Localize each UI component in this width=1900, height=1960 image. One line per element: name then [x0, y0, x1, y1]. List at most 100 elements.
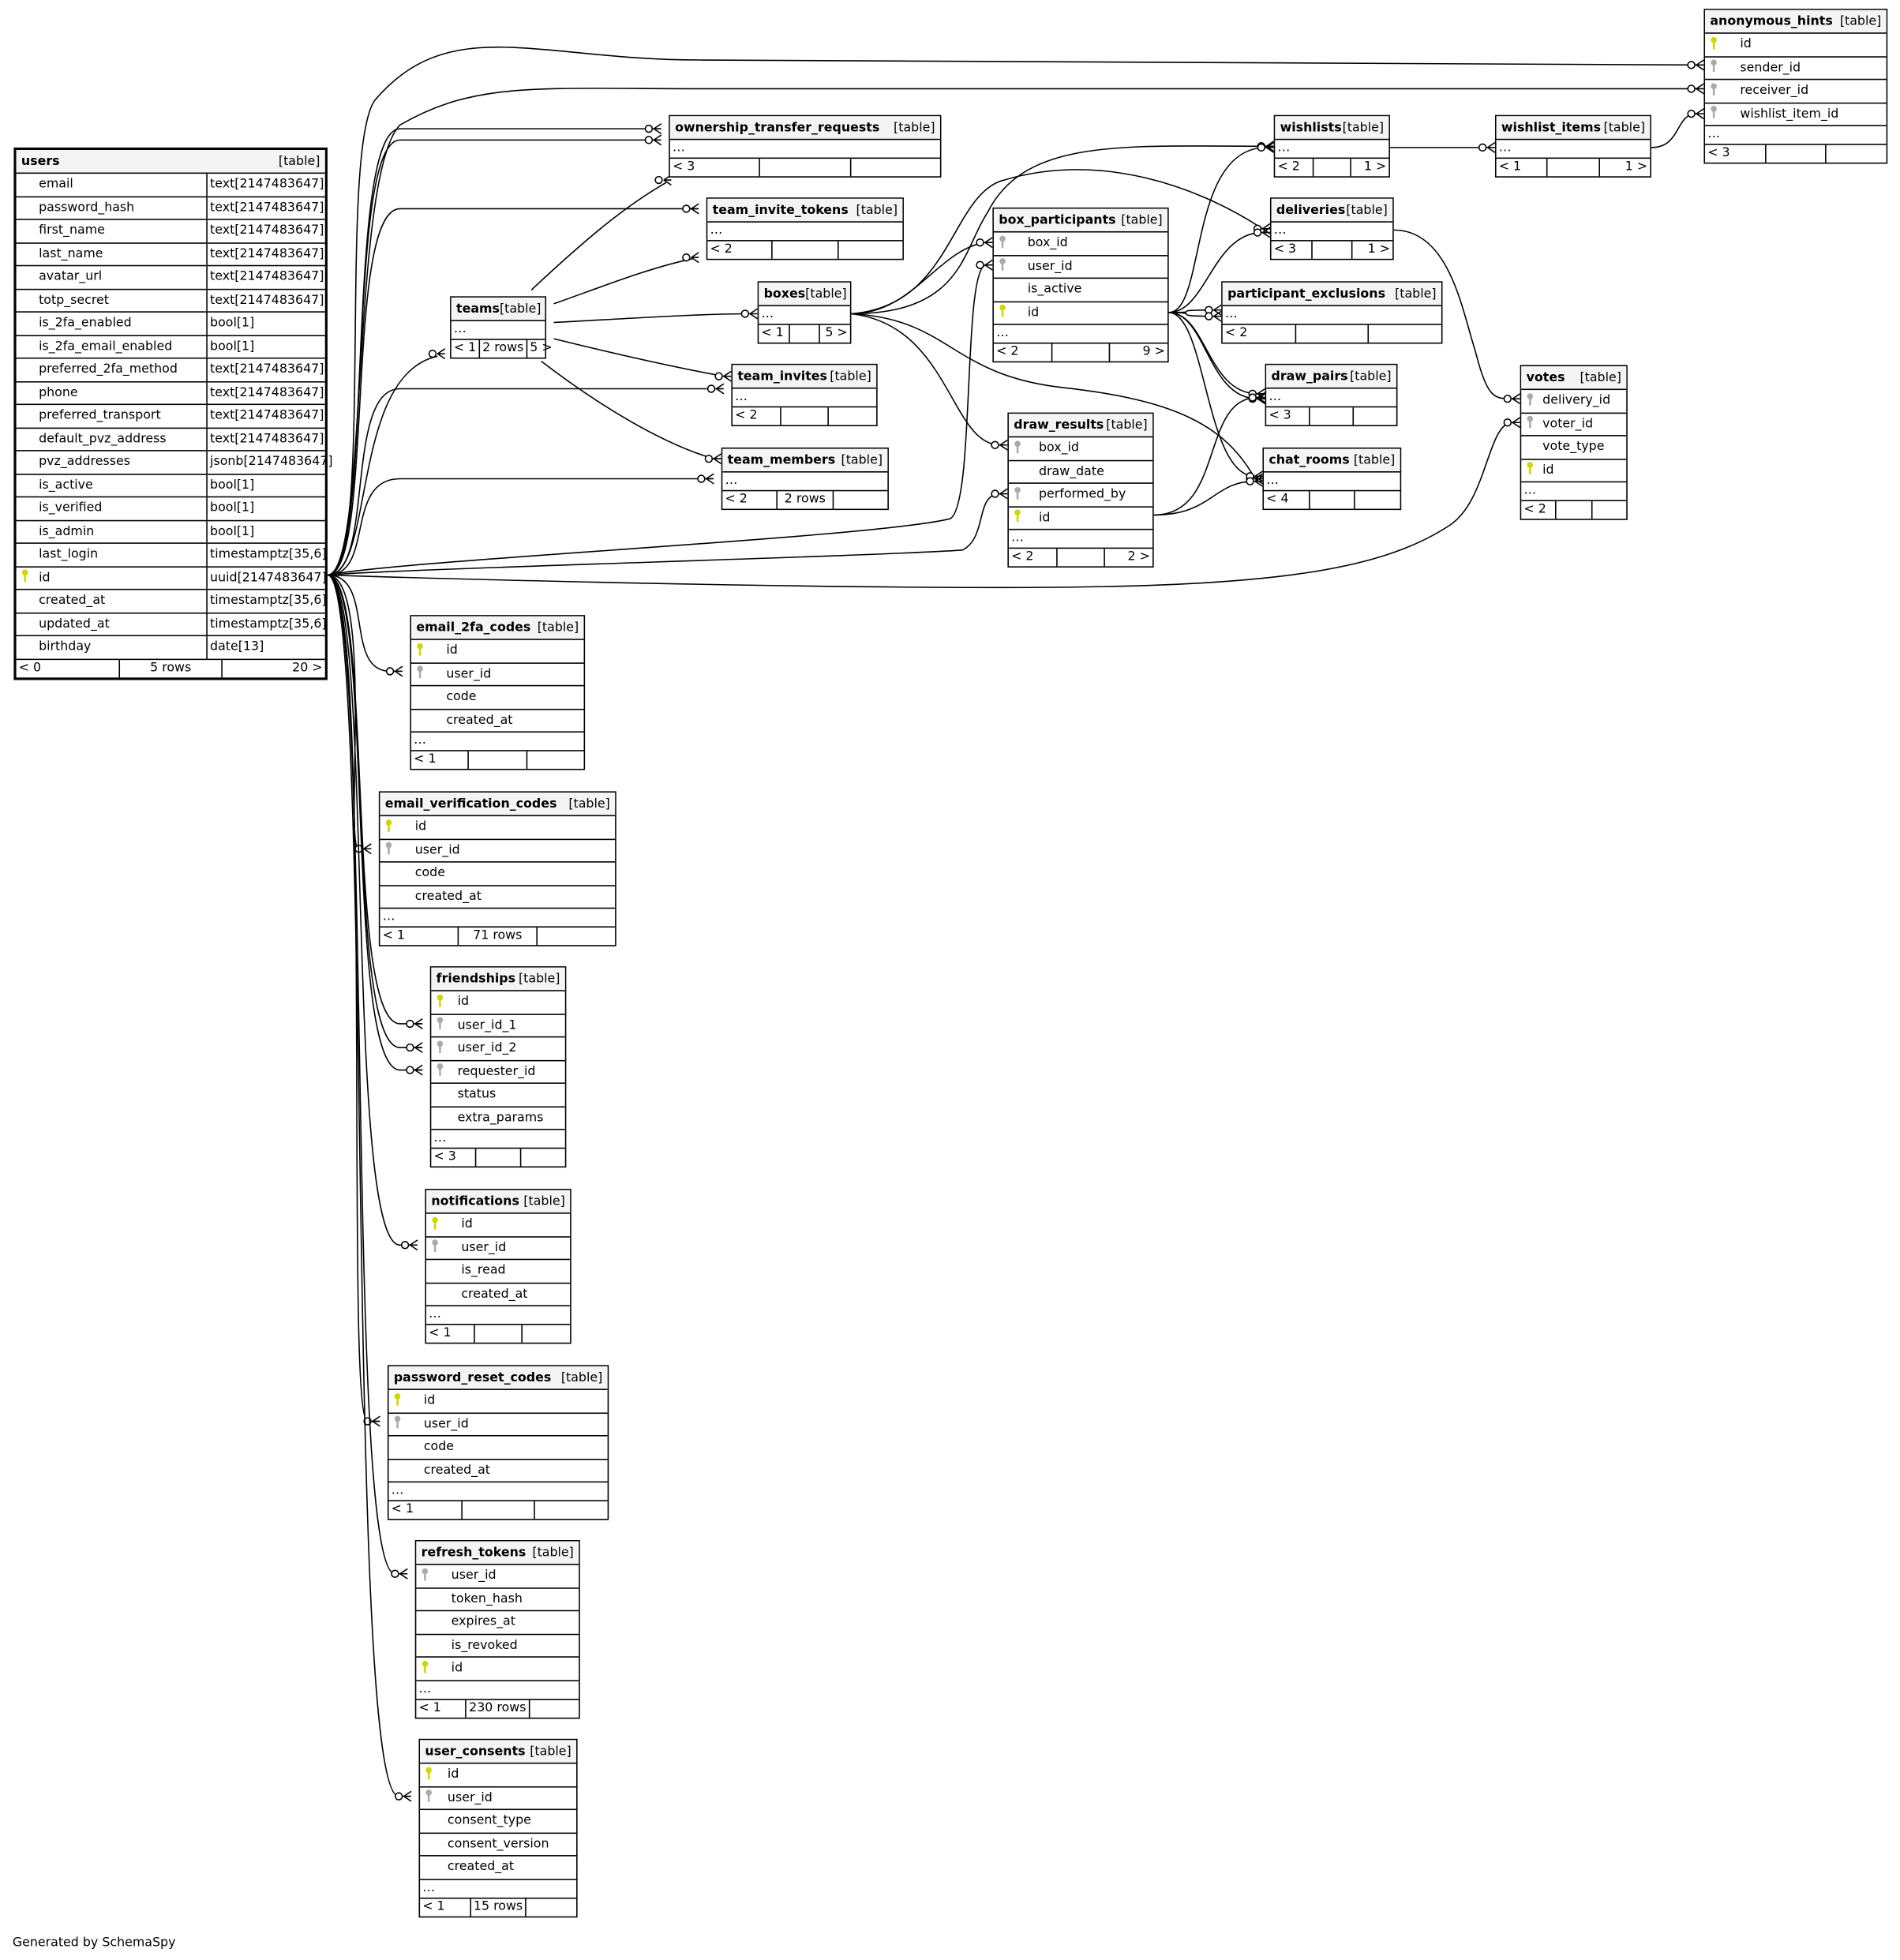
- more-columns[interactable]: …: [1521, 482, 1627, 502]
- column-row[interactable]: id: [420, 1763, 577, 1787]
- footer-cell[interactable]: < 1: [391, 1502, 414, 1516]
- more-columns[interactable]: …: [411, 733, 584, 751]
- column-row[interactable]: vote_type: [1521, 437, 1627, 459]
- footer-cell[interactable]: < 2: [996, 345, 1019, 359]
- more-columns[interactable]: …: [707, 223, 903, 242]
- column-row[interactable]: performed_by: [1008, 484, 1153, 508]
- table-header[interactable]: box_participants[table]: [993, 208, 1168, 233]
- column-row[interactable]: created_at: [380, 886, 616, 909]
- table-header[interactable]: users[table]: [16, 150, 325, 174]
- column-row[interactable]: user_id_2: [431, 1037, 565, 1061]
- footer-cell[interactable]: [827, 407, 876, 425]
- footer-cell[interactable]: [837, 241, 902, 259]
- footer-cell[interactable]: 5 >: [526, 339, 554, 358]
- footer-cell[interactable]: < 1: [422, 1899, 445, 1913]
- table-header[interactable]: draw_results[table]: [1008, 414, 1153, 438]
- footer-cell[interactable]: < 0: [18, 660, 42, 675]
- column-row[interactable]: id: [431, 991, 565, 1015]
- column-row[interactable]: user_id: [411, 663, 584, 687]
- footer-cell[interactable]: [526, 751, 583, 769]
- footer-cell[interactable]: 2 >: [1104, 549, 1152, 567]
- more-columns[interactable]: …: [993, 325, 1168, 344]
- table-header[interactable]: user_consents[table]: [420, 1740, 577, 1764]
- footer-cell[interactable]: [528, 1699, 579, 1718]
- footer-cell[interactable]: [849, 159, 940, 177]
- column-row[interactable]: requester_id: [431, 1061, 565, 1084]
- column-row[interactable]: created_at: [420, 1857, 577, 1879]
- table-header[interactable]: ownership_transfer_requests[table]: [669, 116, 940, 141]
- table-team-invite-tokens[interactable]: team_invite_tokens[table]…< 2: [706, 197, 904, 260]
- column-row[interactable]: user_id: [416, 1565, 579, 1588]
- more-columns[interactable]: …: [1496, 140, 1651, 159]
- column-row[interactable]: id: [411, 640, 584, 664]
- footer-cell[interactable]: 1 >: [1350, 159, 1389, 177]
- column-row[interactable]: created_at: [411, 710, 584, 733]
- table-header[interactable]: boxes[table]: [759, 282, 850, 306]
- column-row[interactable]: is_read: [426, 1260, 571, 1284]
- column-row[interactable]: user_id: [420, 1787, 577, 1811]
- footer-cell[interactable]: < 3: [433, 1149, 456, 1164]
- more-columns[interactable]: …: [1271, 223, 1393, 242]
- footer-cell[interactable]: < 1: [453, 341, 477, 355]
- column-row[interactable]: id: [1008, 507, 1153, 530]
- table-header[interactable]: team_invite_tokens[table]: [707, 198, 903, 223]
- footer-cell[interactable]: [1825, 144, 1887, 163]
- footer-cell[interactable]: < 2: [1224, 326, 1248, 340]
- column-row[interactable]: extra_params: [431, 1107, 565, 1130]
- footer-cell[interactable]: < 1: [414, 752, 437, 766]
- footer-cell[interactable]: [1354, 491, 1400, 509]
- more-columns[interactable]: …: [420, 1879, 577, 1898]
- column-row[interactable]: user_id: [426, 1237, 571, 1261]
- table-header[interactable]: wishlists[table]: [1275, 116, 1389, 141]
- table-draw-pairs[interactable]: draw_pairs[table]…< 3: [1265, 363, 1398, 427]
- table-header[interactable]: friendships[table]: [431, 967, 565, 991]
- footer-cell[interactable]: < 3: [672, 159, 695, 174]
- more-columns[interactable]: …: [732, 388, 877, 408]
- column-row[interactable]: id: [380, 816, 616, 840]
- column-row[interactable]: created_at: [426, 1284, 571, 1306]
- column-row[interactable]: is_active: [993, 279, 1168, 302]
- footer-cell[interactable]: < 2: [1523, 502, 1546, 517]
- table-header[interactable]: email_verification_codes[table]: [380, 793, 616, 817]
- more-columns[interactable]: …: [669, 140, 940, 159]
- footer-cell[interactable]: < 1: [382, 928, 405, 943]
- column-row[interactable]: expires_at: [416, 1611, 579, 1635]
- footer-cell[interactable]: < 2: [1011, 549, 1034, 564]
- column-row[interactable]: id: [993, 302, 1168, 325]
- table-participant-exclusions[interactable]: participant_exclusions[table]…< 2: [1221, 281, 1443, 344]
- column-row[interactable]: user_id: [380, 839, 616, 863]
- column-row[interactable]: created_at: [388, 1460, 608, 1483]
- footer-cell[interactable]: [1591, 501, 1626, 519]
- column-row[interactable]: status: [431, 1084, 565, 1107]
- column-row[interactable]: user_id: [388, 1413, 608, 1437]
- more-columns[interactable]: …: [1008, 530, 1153, 549]
- footer-cell[interactable]: [1368, 324, 1441, 343]
- table-header[interactable]: votes[table]: [1521, 365, 1627, 391]
- footer-cell[interactable]: 1 >: [1598, 159, 1650, 177]
- footer-cell[interactable]: < 1: [1498, 159, 1522, 174]
- footer-cell[interactable]: < 2: [725, 492, 748, 507]
- column-row[interactable]: id: [1521, 459, 1627, 483]
- more-columns[interactable]: …: [722, 473, 888, 492]
